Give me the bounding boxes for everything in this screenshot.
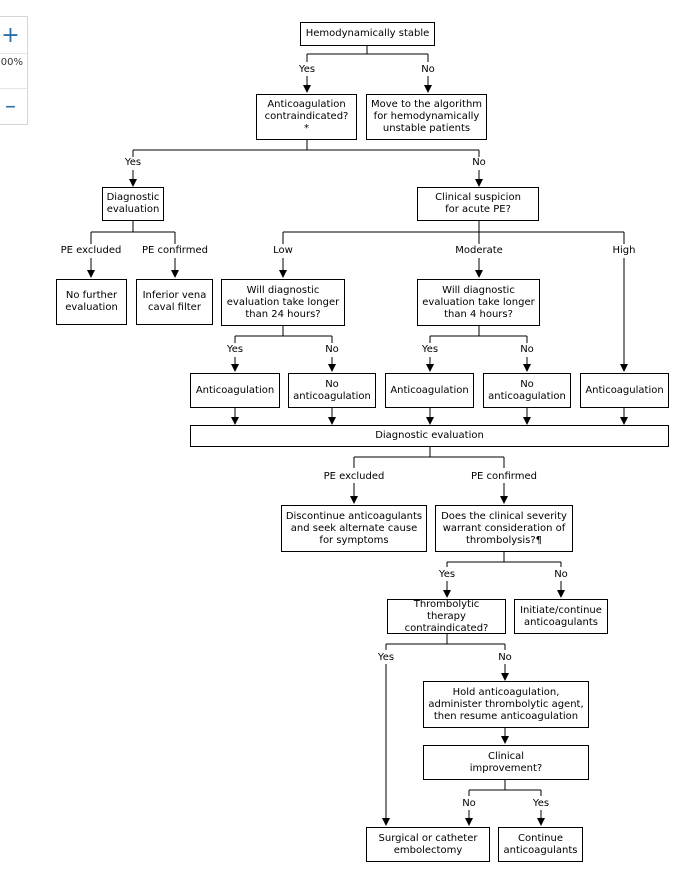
zoom-control: + 100% – bbox=[0, 16, 28, 125]
branch-label-pe-excluded: PE excluded bbox=[60, 245, 122, 256]
node-diagnostic-evaluation-wide: Diagnostic evaluation bbox=[190, 425, 669, 447]
divider bbox=[0, 88, 27, 89]
node-ivc-filter: Inferior vena caval filter bbox=[136, 279, 213, 325]
node-initiate-continue-anticoagulants: Initiate/continue anticoagulants bbox=[514, 599, 608, 634]
node-continue-anticoagulants: Continue anticoagulants bbox=[498, 827, 583, 862]
node-clinical-suspicion: Clinical suspicion for acute PE? bbox=[417, 187, 539, 221]
branch-label-no: No bbox=[462, 798, 476, 809]
branch-label-no: No bbox=[421, 64, 435, 75]
branch-label-no: No bbox=[554, 569, 568, 580]
node-anticoagulation-contraindicated: Anticoagulation contraindicated?* bbox=[256, 94, 357, 140]
branch-label-low: Low bbox=[273, 245, 293, 256]
node-no-anticoagulation: No anticoagulation bbox=[483, 373, 571, 408]
branch-label-yes: Yes bbox=[438, 569, 456, 580]
zoom-level: 100% bbox=[0, 57, 23, 68]
branch-label-yes: Yes bbox=[377, 652, 395, 663]
node-anticoagulation: Anticoagulation bbox=[385, 373, 474, 408]
node-diagnostic-4-hours: Will diagnostic evaluation take longer t… bbox=[417, 279, 540, 326]
node-unstable-algorithm: Move to the algorithm for hemodynamicall… bbox=[366, 94, 487, 140]
branch-label-yes: Yes bbox=[421, 344, 439, 355]
branch-label-no: No bbox=[325, 344, 339, 355]
zoom-in-button[interactable]: + bbox=[1, 22, 20, 48]
node-thrombolytic-contraindicated: Thrombolytic therapy contraindicated? bbox=[387, 599, 506, 634]
node-discontinue-anticoagulants: Discontinue anticoagulants and seek alte… bbox=[281, 505, 427, 552]
node-diagnostic-evaluation: Diagnostic evaluation bbox=[102, 187, 164, 221]
node-no-anticoagulation: No anticoagulation bbox=[288, 373, 376, 408]
branch-label-moderate: Moderate bbox=[455, 245, 503, 256]
branch-label-no: No bbox=[472, 157, 486, 168]
branch-label-yes: Yes bbox=[532, 798, 550, 809]
divider bbox=[0, 53, 27, 54]
node-clinical-severity: Does the clinical severity warrant consi… bbox=[435, 505, 573, 552]
branch-label-high: High bbox=[612, 245, 636, 256]
zoom-out-button[interactable]: – bbox=[5, 93, 16, 119]
branch-label-pe-confirmed: PE confirmed bbox=[142, 245, 208, 256]
branch-label-no: No bbox=[520, 344, 534, 355]
branch-label-no: No bbox=[498, 652, 512, 663]
branch-label-pe-excluded: PE excluded bbox=[323, 471, 385, 482]
branch-label-yes: Yes bbox=[298, 64, 316, 75]
node-no-further-evaluation: No further evaluation bbox=[56, 279, 127, 325]
node-anticoagulation: Anticoagulation bbox=[190, 373, 280, 408]
branch-label-yes: Yes bbox=[124, 157, 142, 168]
node-diagnostic-24-hours: Will diagnostic evaluation take longer t… bbox=[221, 279, 345, 326]
node-hold-anticoagulation: Hold anticoagulation, administer thrombo… bbox=[423, 681, 589, 728]
node-hemodynamically-stable: Hemodynamically stable bbox=[300, 22, 435, 46]
node-clinical-improvement: Clinical improvement? bbox=[423, 745, 589, 780]
node-surgical-embolectomy: Surgical or catheter embolectomy bbox=[366, 827, 490, 862]
node-anticoagulation: Anticoagulation bbox=[580, 373, 669, 408]
branch-label-pe-confirmed: PE confirmed bbox=[471, 471, 537, 482]
branch-label-yes: Yes bbox=[226, 344, 244, 355]
